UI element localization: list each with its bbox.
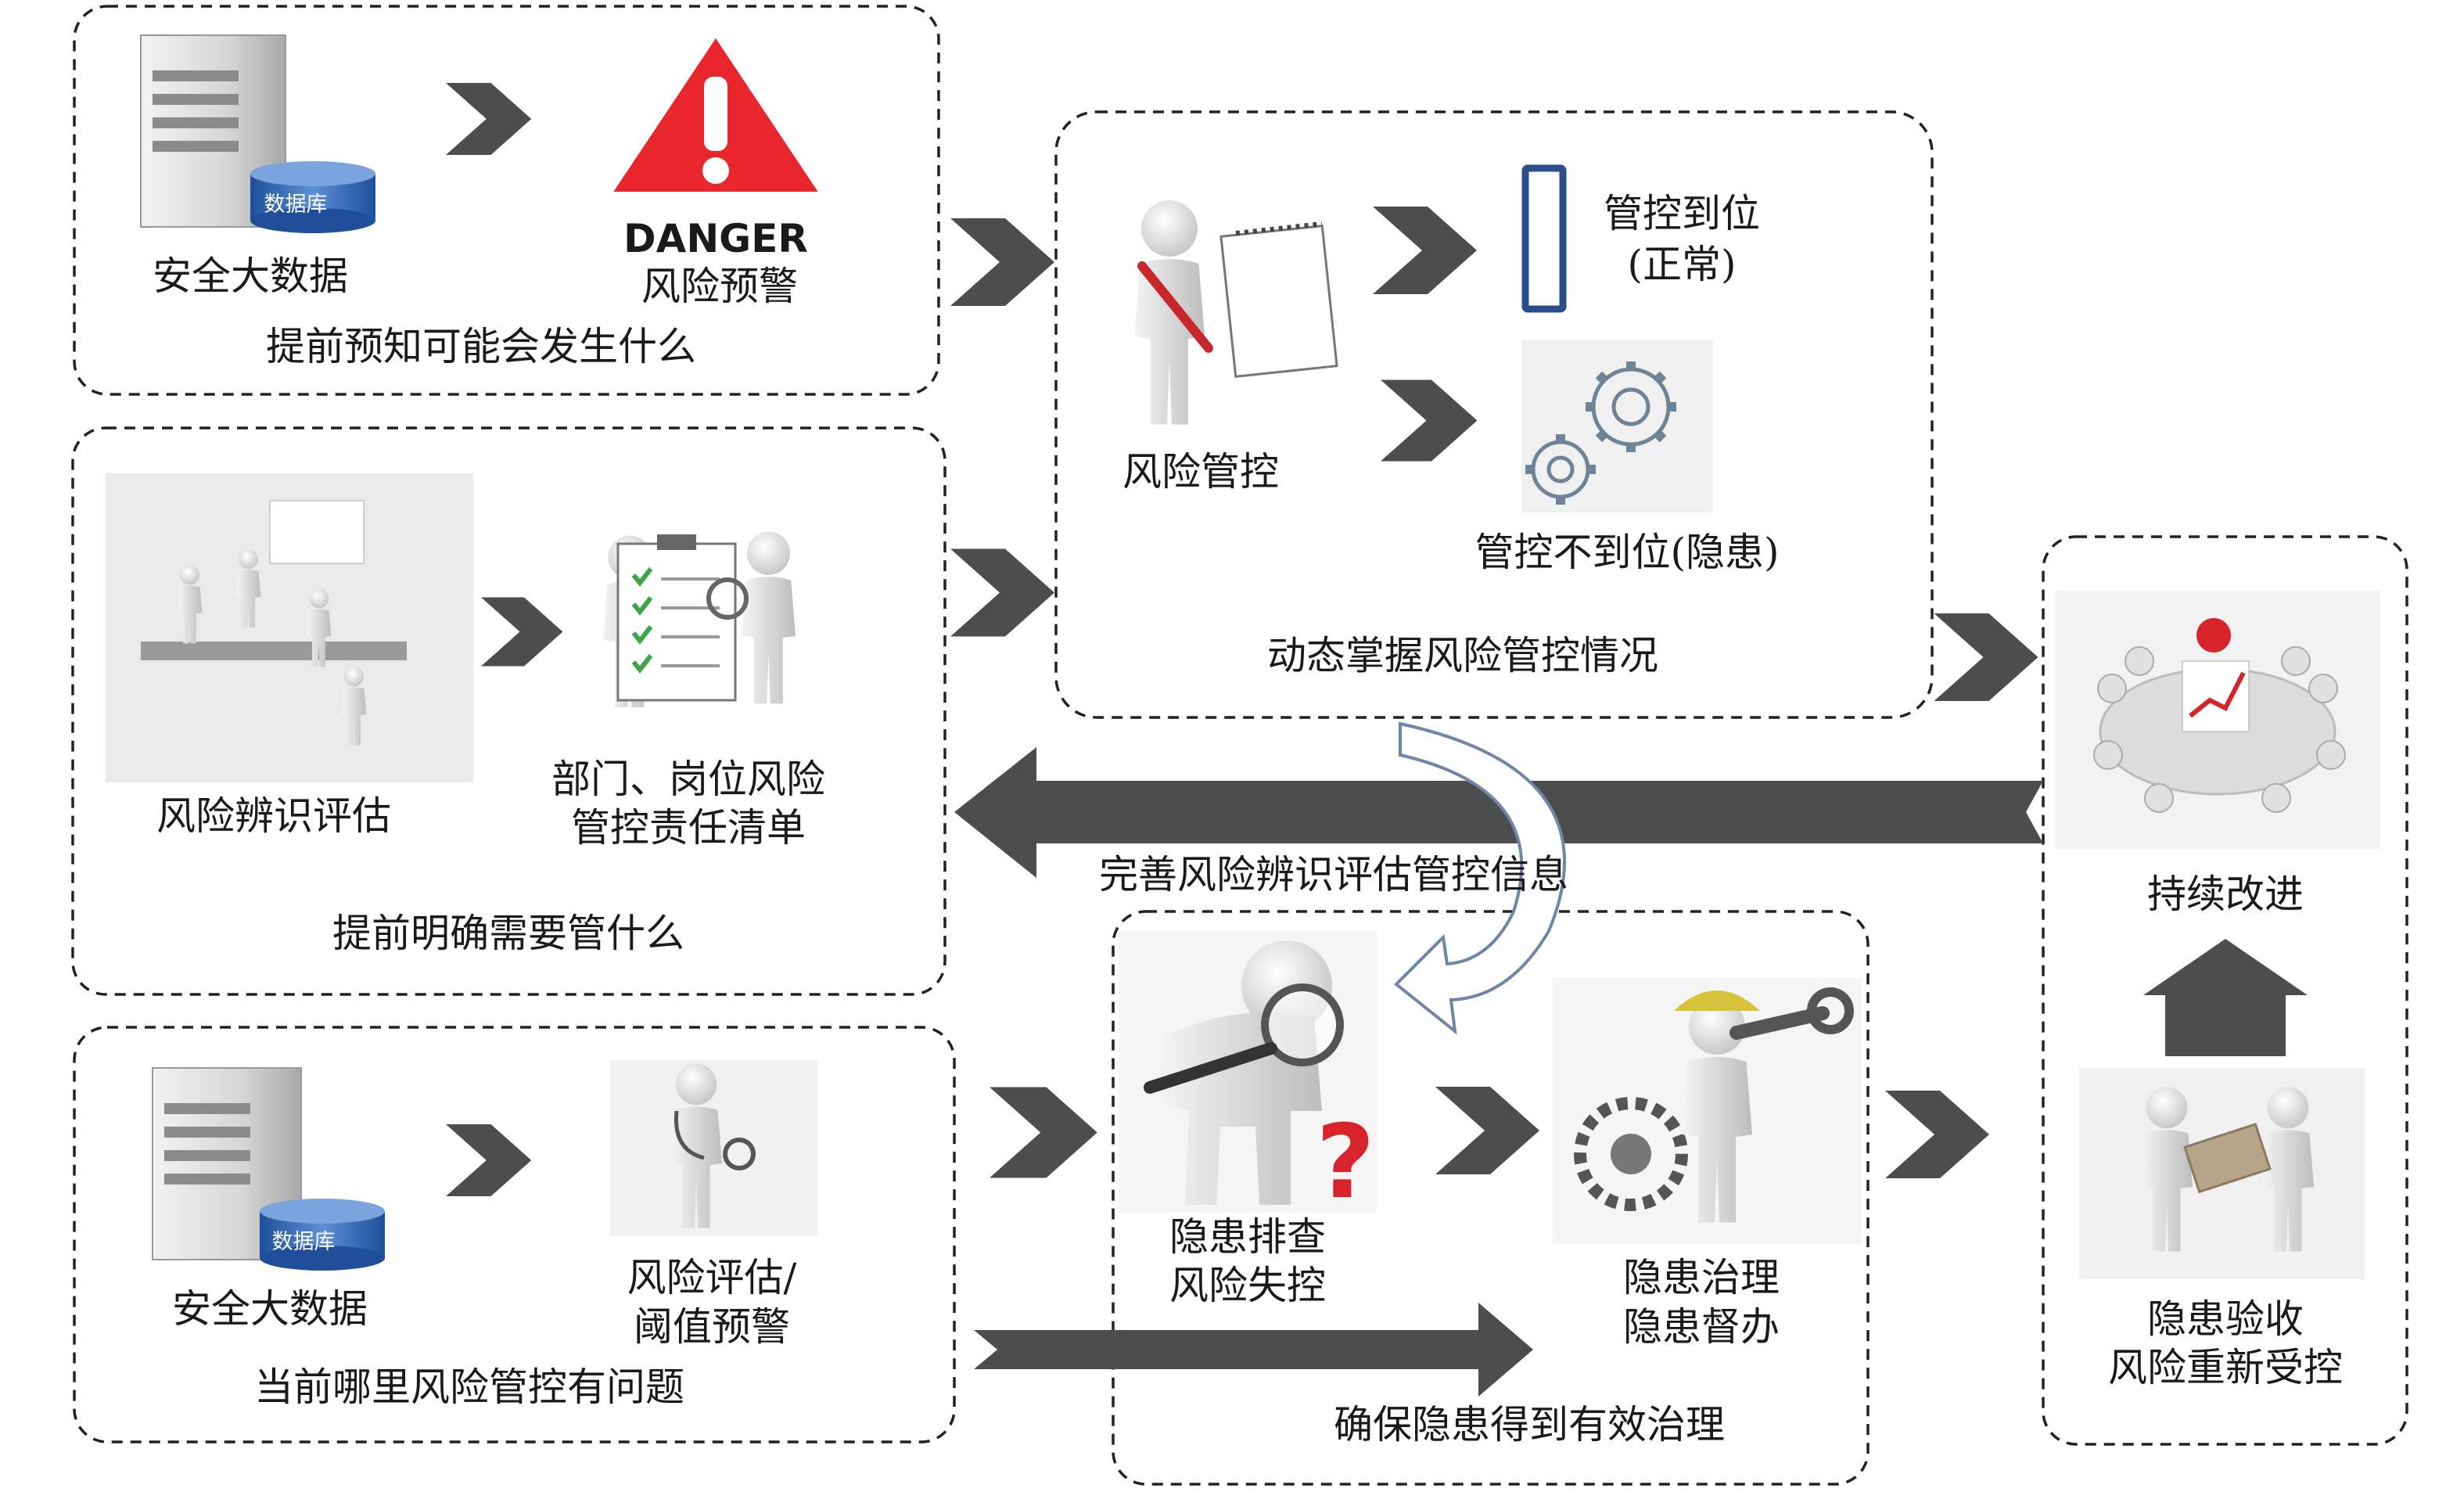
box-risk-warning bbox=[73, 5, 940, 396]
improvement-label: 持续改进 bbox=[2147, 872, 2304, 917]
flow-arrow-icon bbox=[954, 747, 2043, 878]
assessment-line1: 风险评估/ bbox=[627, 1255, 797, 1300]
in-place-line2: (正常) bbox=[1627, 242, 1736, 287]
danger-word: DANGER bbox=[623, 216, 808, 261]
governance-line2: 隐患督办 bbox=[1623, 1304, 1780, 1350]
risk-control-label: 风险管控 bbox=[1122, 449, 1279, 494]
gears-icon bbox=[1521, 340, 1713, 512]
flow-arrow-icon bbox=[1934, 613, 2038, 701]
risk-warning-label: 风险预警 bbox=[641, 264, 798, 309]
control-bar-icon bbox=[1521, 164, 1567, 313]
database-label: 数据库 bbox=[264, 192, 328, 217]
flow-arrow-icon bbox=[950, 218, 1054, 306]
server-icon bbox=[140, 34, 286, 228]
handshake-icon bbox=[2079, 1068, 2365, 1279]
acceptance-line2: 风险重新受控 bbox=[2108, 1345, 2343, 1390]
flow-arrow-icon bbox=[481, 597, 563, 667]
box1-caption: 提前预知可能会发生什么 bbox=[266, 324, 696, 369]
flow-arrow-icon bbox=[990, 1087, 1097, 1178]
flow-arrow-icon bbox=[1373, 207, 1477, 294]
in-place-line1: 管控到位 bbox=[1604, 191, 1760, 236]
flow-arrow-icon bbox=[1381, 379, 1478, 462]
database-label: 数据库 bbox=[272, 1230, 336, 1254]
flow-arrow-icon bbox=[1885, 1091, 1989, 1178]
repair-figure-icon bbox=[1553, 978, 1862, 1244]
box-continuous-improvement bbox=[2042, 535, 2408, 1446]
box-hazard-governance bbox=[1112, 910, 1870, 1486]
box2-caption: 提前明确需要管什么 bbox=[332, 911, 684, 956]
responsibility-line1: 部门、岗位风险 bbox=[551, 757, 825, 802]
box-current-issues bbox=[73, 1026, 956, 1443]
assessment-line2: 阈值预警 bbox=[634, 1304, 790, 1350]
doctor-icon bbox=[610, 1060, 817, 1236]
feedback-label: 完善风险辨识评估管控信息 bbox=[1099, 852, 1568, 897]
flow-arrow-icon bbox=[1435, 1087, 1539, 1174]
big-data-label: 安全大数据 bbox=[172, 1286, 368, 1332]
curved-arrow-icon bbox=[1394, 721, 1567, 1035]
risk-identification-label: 风险辨识评估 bbox=[156, 793, 391, 839]
flow-arrow-icon bbox=[950, 548, 1054, 637]
governance-line1: 隐患治理 bbox=[1623, 1255, 1780, 1300]
investigation-line1: 隐患排查 bbox=[1169, 1214, 1326, 1260]
box-risk-identification bbox=[71, 426, 946, 996]
svg-text:?: ? bbox=[1316, 1102, 1374, 1221]
database-icon: 数据库 bbox=[260, 1199, 385, 1271]
box4-caption: 动态掌握风险管控情况 bbox=[1267, 633, 1658, 678]
figure-writing-icon bbox=[1134, 200, 1338, 425]
magnifier-figure-icon: ? bbox=[1119, 931, 1377, 1221]
investigation-line2: 风险失控 bbox=[1169, 1263, 1326, 1308]
box3-caption: 当前哪里风险管控有问题 bbox=[254, 1364, 684, 1410]
flow-arrow-icon bbox=[446, 83, 532, 155]
flow-arrow-icon bbox=[446, 1124, 532, 1196]
flow-arrow-icon bbox=[2143, 939, 2308, 1056]
flow-arrow-icon bbox=[974, 1303, 1533, 1397]
big-data-label: 安全大数据 bbox=[153, 253, 348, 299]
not-in-place-label: 管控不到位(隐患) bbox=[1474, 530, 1779, 575]
box-dynamic-control bbox=[1054, 110, 1934, 719]
database-icon: 数据库 bbox=[250, 161, 375, 233]
round-table-icon bbox=[2056, 591, 2380, 849]
checklist-icon bbox=[602, 531, 796, 708]
acceptance-line1: 隐患验收 bbox=[2147, 1296, 2304, 1342]
meeting-icon bbox=[106, 473, 473, 782]
responsibility-line2: 管控责任清单 bbox=[571, 805, 806, 850]
box5-caption: 确保隐患得到有效治理 bbox=[1334, 1402, 1725, 1447]
danger-warning-icon bbox=[602, 27, 829, 200]
